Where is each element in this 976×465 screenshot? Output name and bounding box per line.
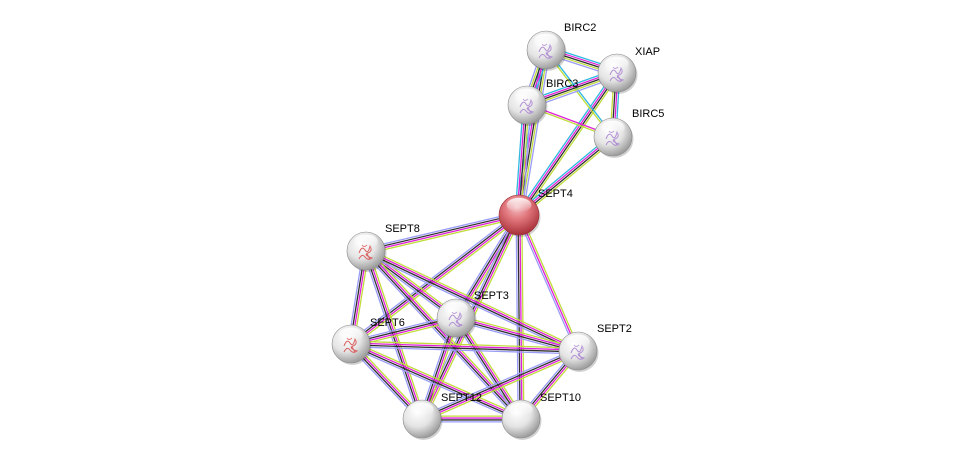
node-highlight xyxy=(509,402,533,417)
node-sept3[interactable]: SEPT3 xyxy=(436,290,509,339)
edge-evidence-black xyxy=(350,344,521,421)
node-sept8[interactable]: SEPT8 xyxy=(346,223,420,272)
edge-sept2-sept12[interactable] xyxy=(420,347,580,423)
node-label: SEPT6 xyxy=(370,317,405,329)
edge-evidence-black xyxy=(421,349,578,419)
node-birc3[interactable]: BIRC3 xyxy=(507,78,578,126)
node-sept10[interactable]: SEPT10 xyxy=(501,392,581,440)
edge-sept4-birc5[interactable] xyxy=(516,134,616,218)
edge-sept3-sept10[interactable] xyxy=(453,316,524,421)
edge-evidence-black xyxy=(519,73,619,216)
node-highlight xyxy=(354,234,378,249)
edge-evidence-magenta xyxy=(518,214,579,352)
edge-evidence-violet xyxy=(350,346,578,355)
edge-evidence-violet xyxy=(515,215,519,420)
edge-evidence-violet xyxy=(364,252,578,355)
node-label: SEPT8 xyxy=(385,223,420,235)
node-label: SEPT10 xyxy=(540,392,581,404)
edge-evidence-lime xyxy=(520,138,616,218)
node-highlight xyxy=(534,33,558,48)
node-label: SEPT3 xyxy=(474,290,509,302)
node-birc5[interactable]: BIRC5 xyxy=(593,108,664,158)
node-highlight xyxy=(444,301,468,316)
edge-evidence-violet xyxy=(453,213,518,317)
edge-evidence-violet xyxy=(453,319,520,421)
edge-sept8-sept2[interactable] xyxy=(364,247,580,355)
edge-evidence-violet xyxy=(349,346,521,423)
node-sept2[interactable]: SEPT2 xyxy=(558,323,632,372)
node-label: XIAP xyxy=(635,46,660,58)
edge-evidence-lime xyxy=(521,214,525,419)
edge-evidence-lime xyxy=(520,74,620,217)
edge-evidence-black xyxy=(350,344,578,353)
node-highlight xyxy=(410,402,434,417)
edge-evidence-violet xyxy=(348,212,518,343)
edge-evidence-lime xyxy=(366,217,520,255)
node-xiap[interactable]: XIAP xyxy=(597,46,660,94)
edge-evidence-cyan xyxy=(516,134,612,214)
edge-evidence-magenta xyxy=(351,342,579,351)
edge-evidence-violet xyxy=(522,50,551,216)
edge-evidence-magenta xyxy=(519,214,523,419)
edge-evidence-violet xyxy=(362,251,420,421)
edge-sept4-sept2[interactable] xyxy=(516,213,581,353)
edge-evidence-magenta xyxy=(366,249,579,351)
edge-evidence-black xyxy=(365,213,519,251)
node-label: SEPT2 xyxy=(597,323,632,335)
node-highlight xyxy=(605,56,629,71)
node-highlight xyxy=(339,327,363,342)
edge-evidence-lime xyxy=(457,316,524,418)
node-highlight xyxy=(515,88,539,103)
edge-evidence-lime xyxy=(456,314,579,349)
node-sept6[interactable]: SEPT6 xyxy=(331,317,405,365)
edge-evidence-magenta xyxy=(456,317,523,419)
edge-evidence-black xyxy=(519,137,615,217)
edge-evidence-violet xyxy=(455,320,578,355)
node-label: BIRC2 xyxy=(564,22,596,34)
edge-evidence-black xyxy=(517,215,521,420)
edge-evidence-magenta xyxy=(517,135,613,215)
edge-evidence-magenta xyxy=(456,316,579,351)
edge-evidence-black xyxy=(364,251,521,421)
edge-evidence-black xyxy=(365,251,578,353)
edge-evidence-black xyxy=(454,318,521,420)
node-birc2[interactable]: BIRC2 xyxy=(526,22,596,71)
node-sept12[interactable]: SEPT12 xyxy=(402,392,482,440)
edge-evidence-magenta xyxy=(366,215,520,253)
edge-evidence-violet xyxy=(365,211,519,249)
edge-evidence-magenta xyxy=(422,351,579,421)
node-label: SEPT12 xyxy=(441,392,482,404)
edge-sept3-sept2[interactable] xyxy=(455,314,579,355)
edge-sept4-xiap[interactable] xyxy=(516,71,620,217)
node-sept4[interactable]: SEPT4 xyxy=(498,188,573,237)
node-label: BIRC5 xyxy=(632,108,664,120)
edge-evidence-lime xyxy=(351,340,579,349)
edge-evidence-magenta xyxy=(351,342,522,419)
node-highlight xyxy=(601,120,625,135)
edge-evidence-black xyxy=(364,251,422,420)
node-highlight xyxy=(566,334,590,349)
edge-sept4-sept8[interactable] xyxy=(365,211,520,255)
node-label: BIRC3 xyxy=(546,78,578,90)
edge-sept6-sept2[interactable] xyxy=(350,340,579,355)
edge-evidence-magenta xyxy=(517,72,617,215)
edge-evidence-cyan xyxy=(516,71,616,214)
edge-sept4-sept10[interactable] xyxy=(515,214,525,420)
edge-evidence-black xyxy=(455,318,578,353)
node-highlight xyxy=(506,197,532,213)
node-label: SEPT4 xyxy=(538,188,573,200)
edge-evidence-lime xyxy=(520,213,581,351)
edge-evidence-lime xyxy=(351,340,523,417)
edge-evidence-violet xyxy=(363,252,520,422)
edge-evidence-lime xyxy=(366,247,580,350)
edge-sept6-sept10[interactable] xyxy=(349,340,523,423)
edge-evidence-lime xyxy=(422,353,580,423)
edge-evidence-violet xyxy=(420,347,578,417)
edge-evidence-black xyxy=(350,213,519,344)
edge-evidence-violet xyxy=(516,215,577,353)
